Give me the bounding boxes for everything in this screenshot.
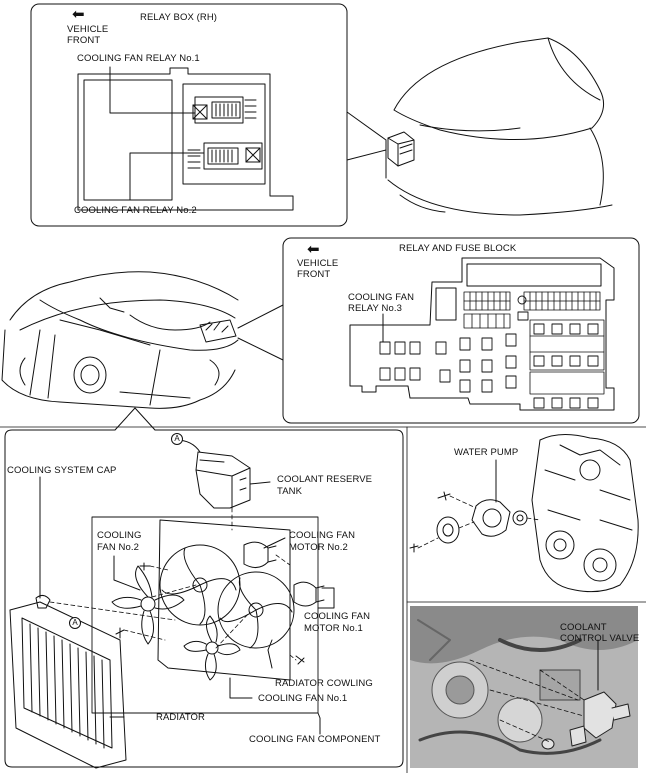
- cooling-fan-motor-2-label-line2: MOTOR No.2: [289, 542, 348, 553]
- coolant-control-valve-label-line1: COOLANT: [560, 622, 607, 633]
- coolant-control-valve: [541, 691, 631, 750]
- engine-drawing: [531, 434, 639, 593]
- water-pump-label: WATER PUMP: [454, 447, 519, 458]
- cooling-fan-1: [183, 615, 241, 681]
- coolant-reserve-tank-label-line2: TANK: [277, 486, 303, 497]
- vehicle-front-label-line1: VEHICLE: [297, 258, 339, 269]
- cooling-fan-motor-2-label-line1: COOLING FAN: [289, 530, 356, 541]
- arrow-left-icon: ⬅: [72, 6, 85, 23]
- radiator-cowling-label: RADIATOR COWLING: [275, 678, 373, 689]
- cooling-fan-relay-2: [203, 142, 263, 170]
- relay-fuse-block-panel: [282, 237, 640, 424]
- cooling-fan-motor-1-label-line2: MOTOR No.1: [304, 623, 363, 634]
- radiator-label: RADIATOR: [156, 712, 206, 723]
- relay-box-title: RELAY BOX (RH): [140, 12, 218, 23]
- coolant-reserve-tank: [195, 451, 251, 509]
- cooling-fan-1-label: COOLING FAN No.1: [258, 693, 348, 704]
- cooling-fan-2: [111, 565, 185, 645]
- cooling-fan-motor-2: [243, 541, 269, 568]
- cooling-system-cap-label: COOLING SYSTEM CAP: [7, 465, 117, 476]
- cooling-fan-motor-1: [293, 581, 317, 607]
- vehicle-front-label-line2: FRONT: [67, 35, 101, 46]
- reference-mark-a: A: [171, 433, 183, 445]
- cooling-fan-2-label-line1: COOLING: [97, 530, 142, 541]
- cooling-fan-2-label-line2: FAN No.2: [97, 542, 139, 553]
- assembly-lines: [49, 507, 297, 661]
- car-rear-outline: [393, 37, 605, 141]
- water-pump: [409, 459, 528, 553]
- relay-3-label-line1: COOLING FAN: [348, 292, 415, 303]
- relay-fuse-block-title: RELAY AND FUSE BLOCK: [399, 243, 517, 254]
- cooling-fan-relay-1: [194, 96, 244, 124]
- engine-photo: [410, 606, 638, 768]
- coolant-reserve-tank-label-line1: COOLANT RESERVE: [277, 474, 373, 485]
- relay-2-label: COOLING FAN RELAY No.2: [74, 205, 197, 216]
- coolant-control-valve-label-line2: CONTROL VALVE: [560, 633, 640, 644]
- vehicle-front-label-line2: FRONT: [297, 269, 331, 280]
- engine-bay-drawing: [1, 271, 239, 409]
- cooling-fan-motor-1-label-line1: COOLING FAN: [304, 611, 371, 622]
- vehicle-front-label-line1: VEHICLE: [67, 24, 109, 35]
- cooling-fan-component-label: COOLING FAN COMPONENT: [249, 734, 381, 745]
- reference-mark-a: A: [69, 617, 81, 629]
- relay-box-outline: [77, 67, 294, 211]
- relay-3-label-line2: RELAY No.3: [348, 303, 402, 314]
- fuse-block-outline: [349, 257, 615, 411]
- radiator-cowling: [157, 519, 291, 681]
- relay-cells: [379, 295, 599, 409]
- relay-box-panel: [30, 3, 348, 227]
- arrow-left-icon: ⬅: [307, 241, 320, 258]
- fuse-grid: [463, 291, 605, 395]
- radiator: [9, 594, 127, 769]
- relay-1-label: COOLING FAN RELAY No.1: [77, 53, 200, 64]
- cooling-panel: [4, 429, 404, 768]
